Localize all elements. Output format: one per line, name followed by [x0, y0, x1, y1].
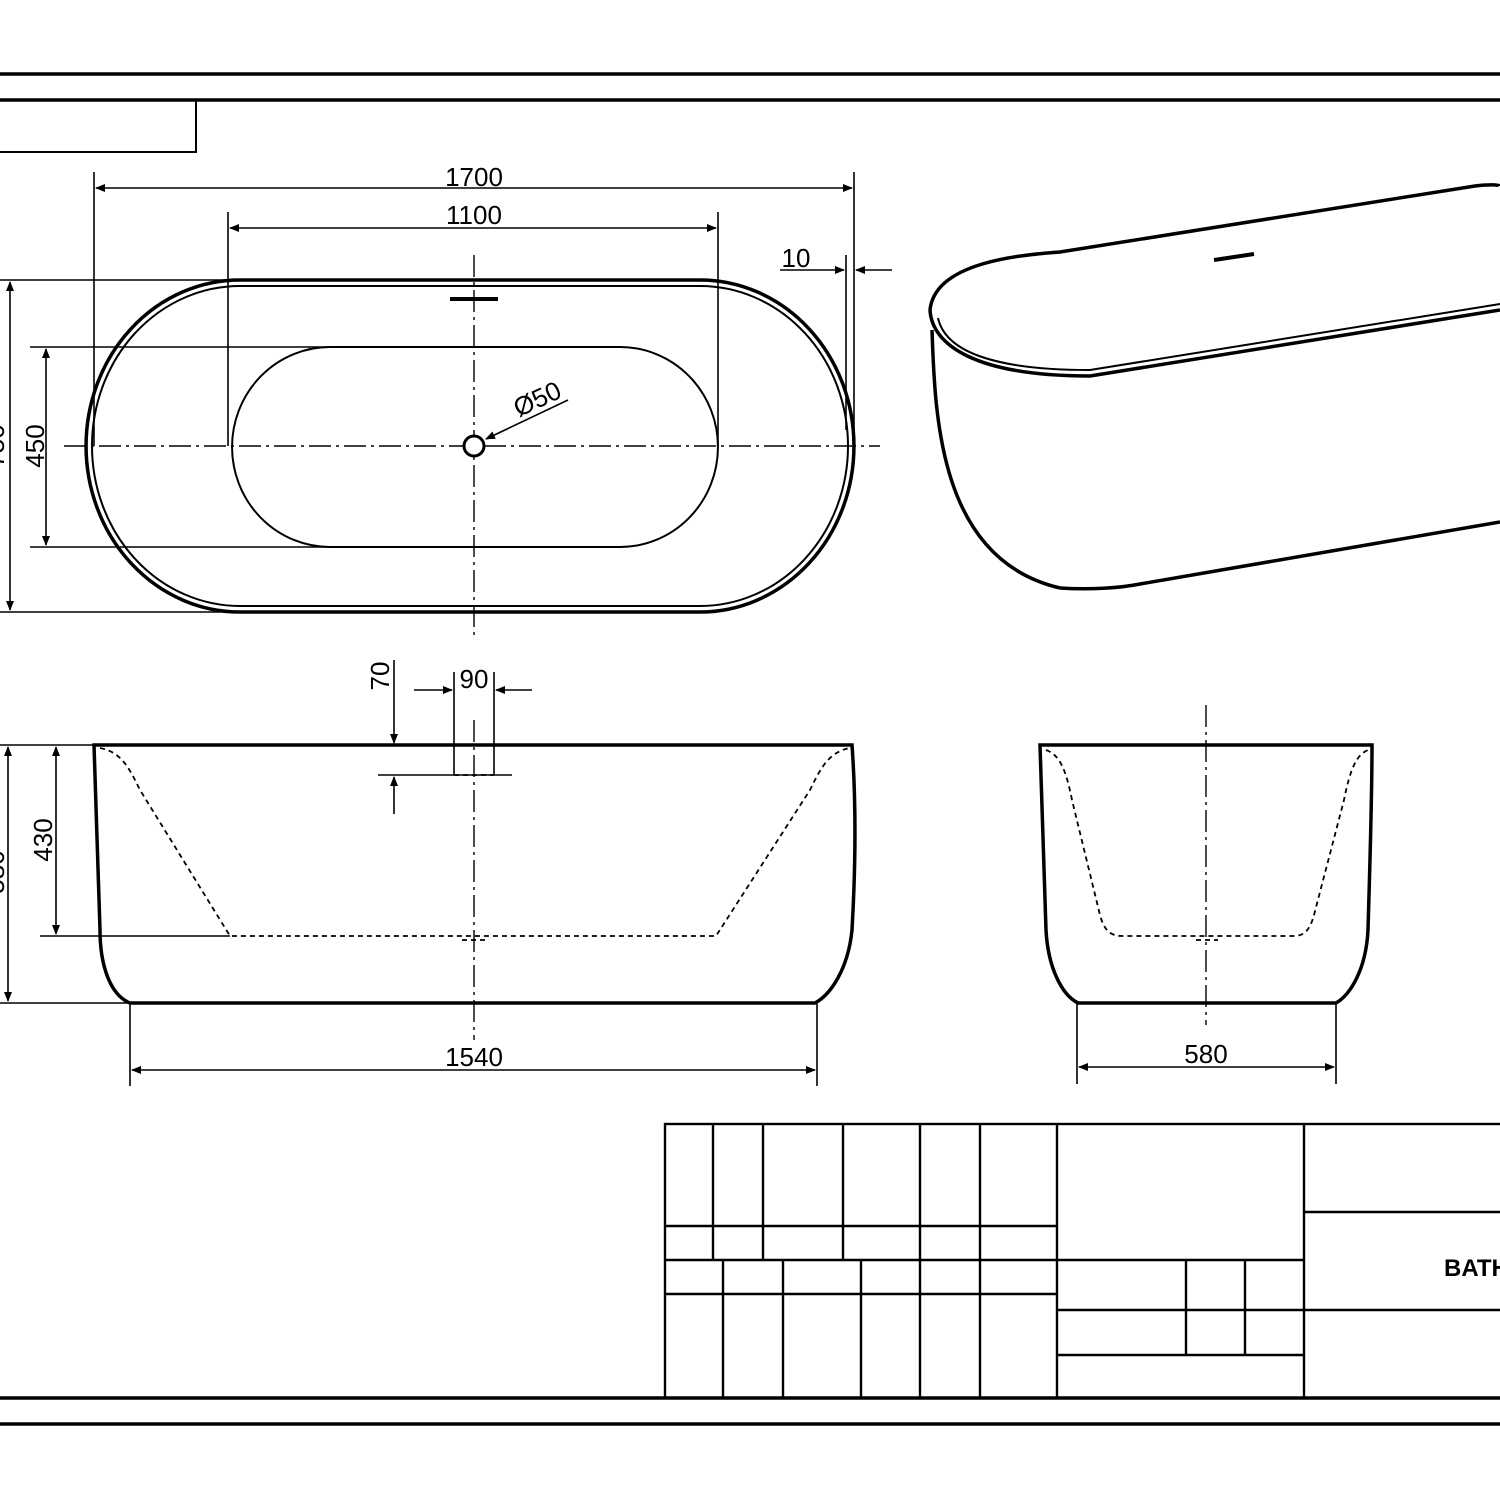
title-text: BATH	[1444, 1255, 1500, 1282]
front-outline	[92, 743, 857, 1005]
outer-rim-outline	[84, 278, 856, 614]
side-view: 580	[1038, 705, 1374, 1084]
dim-overflow-width: 90	[460, 664, 489, 694]
title-block: BATH	[663, 1122, 1500, 1400]
dim-overall-length: 1700	[445, 162, 503, 192]
isometric-view	[928, 183, 1500, 591]
dim-overflow-drop: 70	[365, 662, 395, 691]
dim-overall-width: 750	[0, 424, 10, 467]
iso-inner-rim-line	[937, 303, 1500, 372]
dim-inner-depth: 430	[28, 818, 58, 861]
top-view: 1700 1100 10 750 450 Ø50	[0, 162, 892, 636]
inner-rim-outline	[91, 285, 849, 607]
dim-rim-offset: 10	[782, 243, 811, 273]
iso-outer-rim	[928, 183, 1500, 311]
iso-body-left	[930, 329, 1061, 590]
dim-drain-diameter: Ø50	[509, 375, 566, 423]
drain-hole	[462, 434, 486, 458]
dim-base-width: 580	[1184, 1039, 1227, 1069]
dim-overall-height: 580	[0, 850, 10, 893]
iso-inner-rim-front	[928, 308, 1500, 378]
basin-outline	[231, 346, 719, 548]
dim-base-length: 1540	[445, 1042, 503, 1072]
dim-inner-width: 450	[20, 424, 50, 467]
front-view: 90 70 430 580 1540	[0, 660, 857, 1086]
drawing-frame	[0, 72, 1500, 1426]
side-hidden-basin	[1045, 749, 1369, 937]
front-hidden-basin	[99, 747, 851, 937]
dim-inner-length: 1100	[446, 200, 502, 230]
iso-body-bottom	[1059, 520, 1500, 591]
iso-overflow	[1213, 252, 1255, 262]
